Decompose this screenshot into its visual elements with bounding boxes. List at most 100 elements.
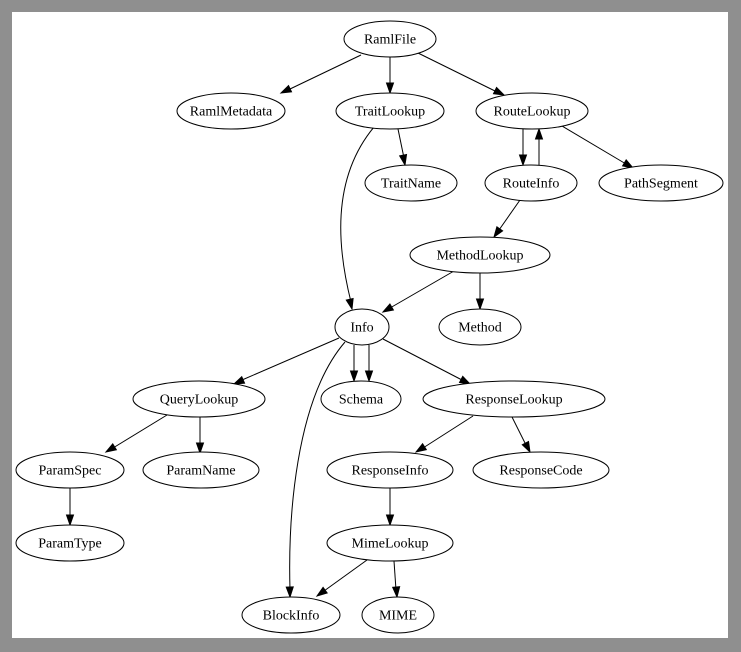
node-schema: Schema — [320, 380, 402, 418]
edge-line — [498, 199, 521, 231]
node-ellipse — [320, 380, 402, 418]
edge-traitlookup-to-info — [340, 126, 375, 311]
node-ellipse — [326, 524, 454, 562]
arrowhead-icon — [621, 159, 635, 169]
node-label: Info — [350, 321, 373, 336]
arrowhead-icon — [492, 86, 506, 96]
arrowhead-icon — [315, 586, 328, 597]
arrowhead-icon — [279, 84, 293, 94]
arrowhead-icon — [195, 442, 205, 455]
node-querylookup: QueryLookup — [132, 380, 266, 418]
node-ellipse — [484, 164, 578, 202]
node-responseinfo: ResponseInfo — [326, 451, 454, 489]
edge-responseinfo-to-mimelookup — [385, 488, 395, 527]
node-ramlfile: RamlFile — [343, 20, 437, 58]
node-traitlookup: TraitLookup — [335, 92, 445, 130]
node-label: ParamSpec — [39, 464, 102, 479]
arrowhead-icon — [414, 442, 428, 453]
edge-ramlfile-to-traitlookup — [385, 57, 395, 95]
node-label: RouteLookup — [494, 105, 571, 120]
node-blockinfo: BlockInfo — [241, 596, 341, 634]
node-label: ParamType — [38, 537, 102, 552]
edge-line — [289, 54, 362, 90]
node-ellipse — [326, 451, 454, 489]
edge-querylookup-to-paramname — [195, 417, 205, 455]
edge-methodlookup-to-method — [475, 273, 485, 311]
arrowhead-icon — [385, 82, 395, 95]
node-info: Info — [334, 308, 390, 346]
edge-line — [241, 337, 340, 381]
node-paramspec: ParamSpec — [15, 451, 125, 489]
node-label: ResponseCode — [499, 464, 582, 479]
node-methodlookup: MethodLookup — [409, 236, 551, 274]
node-ellipse — [334, 308, 390, 346]
arrowhead-icon — [493, 225, 504, 239]
node-traitname: TraitName — [364, 164, 458, 202]
edge-line — [112, 414, 168, 449]
edge-line — [340, 126, 375, 303]
node-ellipse — [438, 308, 522, 346]
node-label: MethodLookup — [436, 249, 523, 264]
node-responsecode: ResponseCode — [472, 451, 610, 489]
edge-info-to-blockinfo — [285, 341, 346, 599]
edge-traitlookup-to-traitname — [397, 128, 408, 167]
arrowhead-icon — [345, 297, 354, 311]
arrowhead-icon — [534, 127, 544, 140]
node-ellipse — [343, 20, 437, 58]
edge-line — [382, 338, 463, 381]
node-routelookup: RouteLookup — [475, 92, 589, 130]
edge-info-to-schema — [364, 345, 374, 383]
arrowhead-icon — [232, 375, 246, 385]
node-label: Schema — [339, 393, 384, 408]
edge-line — [422, 415, 474, 449]
node-routeinfo: RouteInfo — [484, 164, 578, 202]
edge-responselookup-to-responsecode — [511, 416, 531, 454]
arrowhead-icon — [104, 442, 118, 453]
arrowhead-icon — [65, 514, 75, 527]
node-label: TraitName — [381, 177, 441, 192]
arrowhead-icon — [391, 586, 401, 599]
edge-line — [561, 125, 627, 165]
node-label: TraitLookup — [355, 105, 425, 120]
edge-line — [389, 270, 455, 309]
node-ellipse — [335, 92, 445, 130]
edge-ramlfile-to-ramlmetadata — [279, 54, 362, 94]
edge-layer — [65, 52, 635, 599]
node-ellipse — [15, 524, 125, 562]
node-ellipse — [176, 92, 286, 130]
edge-responselookup-to-responseinfo — [414, 415, 474, 453]
edge-mimelookup-to-blockinfo — [315, 559, 368, 597]
node-paramtype: ParamType — [15, 524, 125, 562]
node-ellipse — [241, 596, 341, 634]
node-mime: MIME — [361, 596, 435, 634]
node-label: BlockInfo — [263, 609, 320, 624]
arrowhead-icon — [518, 154, 528, 167]
node-ellipse — [361, 596, 435, 634]
edge-line — [393, 560, 397, 591]
node-label: RamlMetadata — [190, 105, 273, 120]
edge-ramlfile-to-routelookup — [417, 52, 506, 96]
node-label: PathSegment — [624, 177, 698, 192]
node-method: Method — [438, 308, 522, 346]
edge-routelookup-to-routeinfo — [518, 129, 528, 167]
arrowhead-icon — [475, 298, 485, 311]
node-ellipse — [472, 451, 610, 489]
node-ellipse — [142, 451, 260, 489]
node-paramname: ParamName — [142, 451, 260, 489]
edge-line — [417, 52, 496, 92]
node-ramlmetadata: RamlMetadata — [176, 92, 286, 130]
node-label: RouteInfo — [503, 177, 560, 192]
node-responselookup: ResponseLookup — [422, 380, 606, 418]
arrowhead-icon — [385, 514, 395, 527]
edge-line — [323, 559, 368, 592]
node-mimelookup: MimeLookup — [326, 524, 454, 562]
node-ellipse — [132, 380, 266, 418]
arrowhead-icon — [285, 586, 294, 599]
node-ellipse — [422, 380, 606, 418]
node-ellipse — [364, 164, 458, 202]
edge-info-to-querylookup — [232, 337, 340, 385]
edge-info-to-schema — [349, 345, 359, 383]
